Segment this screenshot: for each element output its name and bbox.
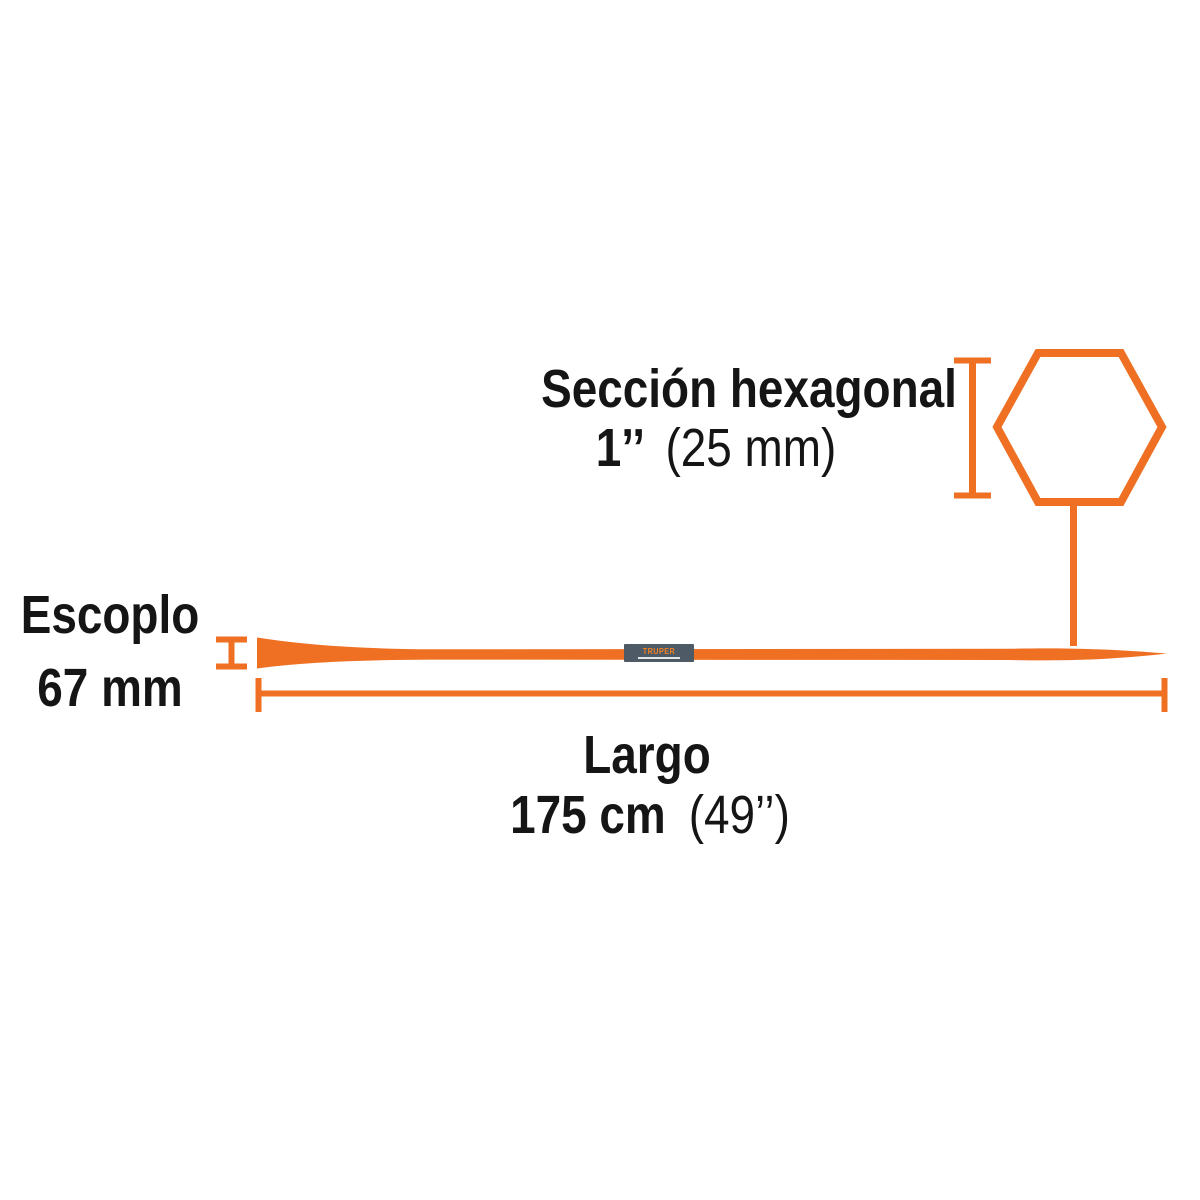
largo-value-bold: 175 cm <box>510 785 666 845</box>
label-fineprint-line <box>638 656 680 659</box>
digging-bar <box>257 637 1167 669</box>
truper-brand-label: TRUPER <box>624 644 694 662</box>
hex-section-value-regular: (25 mm) <box>665 418 837 478</box>
hex-section-label-line1: Sección hexagonal <box>541 359 957 419</box>
largo-dimension <box>255 678 1168 712</box>
escoplo-label-line1: Escoplo <box>20 585 200 645</box>
escoplo-label-line2: 67 mm <box>37 658 183 718</box>
escoplo-dimension <box>216 636 247 670</box>
hex-section-value-bold: 1’’ <box>595 418 643 478</box>
largo-value-regular: (49’’) <box>688 785 790 845</box>
truper-brand-text: TRUPER <box>642 646 676 656</box>
hexagon-height-dimension <box>954 357 991 499</box>
largo-label-line2: 175 cm (49’’) <box>510 788 790 842</box>
hexagon-cross-section <box>992 349 1167 506</box>
largo-label-line1: Largo <box>583 725 711 785</box>
hex-section-label-line2: 1’’ (25 mm) <box>596 421 837 475</box>
